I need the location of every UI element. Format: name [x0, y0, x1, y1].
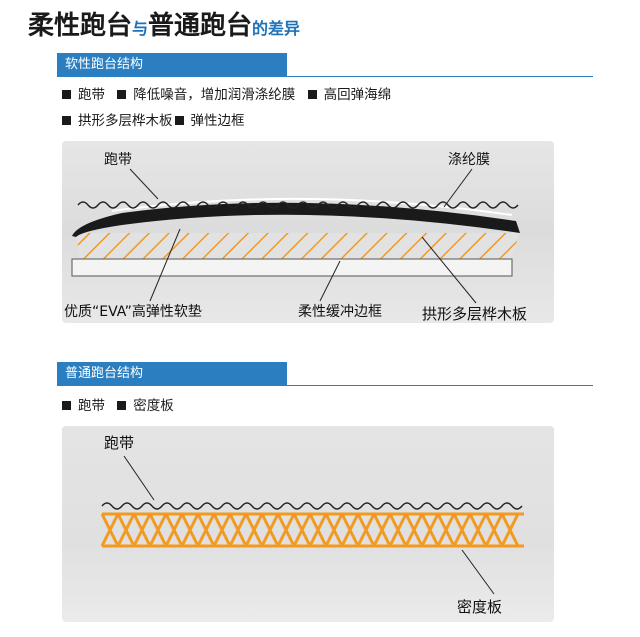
- label-belt: 跑带: [104, 434, 135, 452]
- square-bullet-icon: [117, 401, 127, 410]
- leader-belt: [123, 455, 155, 501]
- leader-plywood: [421, 236, 477, 304]
- soft-bullets: 跑带 降低噪音，增加润滑涤纶膜 高回弹海绵 拱形多层桦木板 弹性边框: [62, 82, 391, 134]
- polyester-film: [111, 197, 513, 216]
- soft-bullet-film: 降低噪音，增加润滑涤纶膜: [133, 87, 296, 103]
- label-eva: 优质“EVA”高弹性软垫: [64, 304, 202, 320]
- leader-frame: [319, 260, 341, 302]
- title-suffix: 的差异: [252, 19, 301, 38]
- leader-eva: [149, 228, 181, 302]
- eva-cushion: [76, 233, 520, 259]
- soft-structure-diagram: [71, 168, 520, 304]
- label-plywood: 拱形多层桦木板: [422, 305, 528, 323]
- square-bullet-icon: [62, 90, 71, 99]
- label-frame: 柔性缓冲边框: [298, 304, 382, 320]
- soft-bullet-plywood: 拱形多层桦木板: [78, 113, 173, 129]
- square-bullet-icon: [117, 90, 127, 99]
- label-belt: 跑带: [104, 152, 132, 168]
- normal-section-heading: 普通跑台结构: [57, 362, 287, 386]
- soft-section-heading: 软性跑台结构: [57, 53, 287, 77]
- title-part2: 普通跑台: [148, 11, 253, 41]
- normal-bullets: 跑带 密度板: [62, 393, 174, 419]
- flexible-frame: [71, 258, 513, 277]
- soft-bullet-row-2: 拱形多层桦木板 弹性边框: [62, 108, 391, 134]
- leader-belt: [129, 168, 159, 200]
- label-density-board: 密度板: [457, 598, 503, 616]
- page-title: 柔性跑台与普通跑台的差异: [28, 6, 300, 46]
- soft-bullet-belt: 跑带: [78, 87, 105, 103]
- normal-section-rule: [57, 385, 593, 386]
- arched-plywood-deck: [72, 202, 520, 237]
- soft-section-rule: [57, 76, 593, 77]
- density-board: [100, 512, 524, 548]
- soft-structure-panel: 跑带 涤纶膜 优质“EVA”高弹性软垫 柔性缓冲边框 拱形多层桦木板: [62, 141, 554, 323]
- normal-structure-diagram: [100, 455, 524, 595]
- normal-bullet-board: 密度板: [133, 398, 174, 414]
- soft-bullet-row-1: 跑带 降低噪音，增加润滑涤纶膜 高回弹海绵: [62, 82, 391, 108]
- square-bullet-icon: [174, 116, 184, 125]
- square-bullet-icon: [62, 401, 71, 410]
- leader-film: [443, 168, 473, 208]
- leader-board: [461, 549, 495, 595]
- soft-bullet-frame: 弹性边框: [190, 113, 245, 129]
- square-bullet-icon: [307, 90, 317, 99]
- running-belt-wave: [101, 502, 523, 510]
- label-film: 涤纶膜: [448, 152, 490, 168]
- soft-bullet-sponge: 高回弹海绵: [323, 87, 392, 103]
- square-bullet-icon: [62, 116, 71, 125]
- normal-structure-panel: 跑带 密度板: [62, 426, 554, 622]
- normal-bullet-belt: 跑带: [78, 398, 105, 414]
- normal-bullet-row-1: 跑带 密度板: [62, 393, 174, 419]
- title-part1: 柔性跑台: [28, 11, 133, 41]
- running-belt-wave: [77, 201, 519, 209]
- title-joiner: 与: [132, 19, 149, 38]
